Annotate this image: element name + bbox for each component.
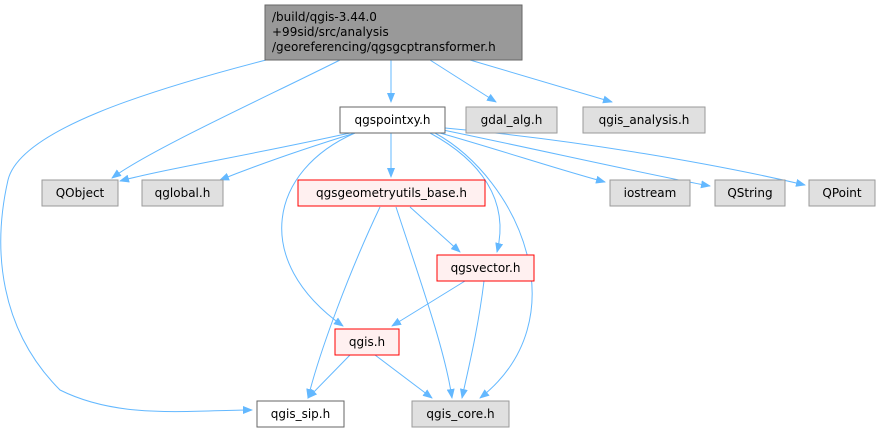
root-line-1: /build/qgis-3.44.0 <box>272 10 377 24</box>
root-node[interactable]: /build/qgis-3.44.0 +99sid/src/analysis /… <box>264 4 523 61</box>
node-qpoint[interactable]: QPoint <box>808 179 876 207</box>
node-qgis-analysis[interactable]: qgis_analysis.h <box>582 106 706 134</box>
edge-qgspointxy-qobject <box>119 132 351 183</box>
node-qobject[interactable]: QObject <box>41 179 119 207</box>
node-iostream[interactable]: iostream <box>609 179 691 207</box>
node-qstring[interactable]: QString <box>714 179 786 207</box>
edge-root-qobject <box>111 59 341 179</box>
node-qgis-sip-label: qgis_sip.h <box>271 407 330 421</box>
node-qgis-label: qgis.h <box>349 335 385 349</box>
node-qgis[interactable]: qgis.h <box>334 328 400 356</box>
edge-root-qgis-analysis <box>469 59 613 104</box>
node-qgis-sip[interactable]: qgis_sip.h <box>256 400 345 428</box>
node-qstring-label: QString <box>727 186 772 200</box>
edge-qgspointxy-iostream <box>439 132 606 184</box>
edge-qgspointxy-qgis-core <box>434 132 533 399</box>
edge-qgspointxy-qgsvector <box>429 132 504 253</box>
edge-root-gdal-alg <box>429 59 497 103</box>
root-line-2: +99sid/src/analysis <box>272 25 389 39</box>
node-qgis-core[interactable]: qgis_core.h <box>411 400 510 428</box>
node-qglobal-label: qglobal.h <box>155 186 211 200</box>
edge-qgspointxy-qgis <box>281 132 356 327</box>
edge-qgis-qgis-sip <box>307 354 351 399</box>
root-line-3: /georeferencing/qgsgcptransformer.h <box>272 40 496 54</box>
node-qgsvector[interactable]: qgsvector.h <box>436 254 535 282</box>
edge-geomutils-qgis-sip <box>306 206 381 399</box>
edge-qgis-qgis-core <box>374 354 433 399</box>
node-geomutils-label: qgsgeometryutils_base.h <box>316 186 467 200</box>
node-qgspointxy[interactable]: qgspointxy.h <box>339 106 446 134</box>
edge-geomutils-qgis-core <box>395 206 455 399</box>
node-qgspointxy-label: qgspointxy.h <box>354 113 430 127</box>
node-qgis-core-label: qgis_core.h <box>426 407 494 421</box>
nodes-layer: /build/qgis-3.44.0 +99sid/src/analysis /… <box>41 4 876 428</box>
node-iostream-label: iostream <box>624 186 677 200</box>
node-geomutils[interactable]: qgsgeometryutils_base.h <box>297 179 486 207</box>
edge-qgspointxy-qglobal <box>219 132 356 181</box>
edge-root-qgis-sip <box>0 59 267 415</box>
edge-qgsvector-qgis <box>391 280 466 327</box>
edge-qgspointxy-qpoint <box>444 127 806 187</box>
node-gdal-alg[interactable]: gdal_alg.h <box>465 106 558 134</box>
node-qobject-label: QObject <box>56 186 105 200</box>
node-qpoint-label: QPoint <box>822 186 862 200</box>
node-gdal-alg-label: gdal_alg.h <box>481 113 543 127</box>
edge-geomutils-qgsvector <box>409 206 461 253</box>
edge-qgsvector-qgis-core <box>459 280 485 399</box>
node-qgis-analysis-label: qgis_analysis.h <box>599 113 690 127</box>
node-qglobal[interactable]: qglobal.h <box>141 179 224 207</box>
node-qgsvector-label: qgsvector.h <box>451 261 521 275</box>
